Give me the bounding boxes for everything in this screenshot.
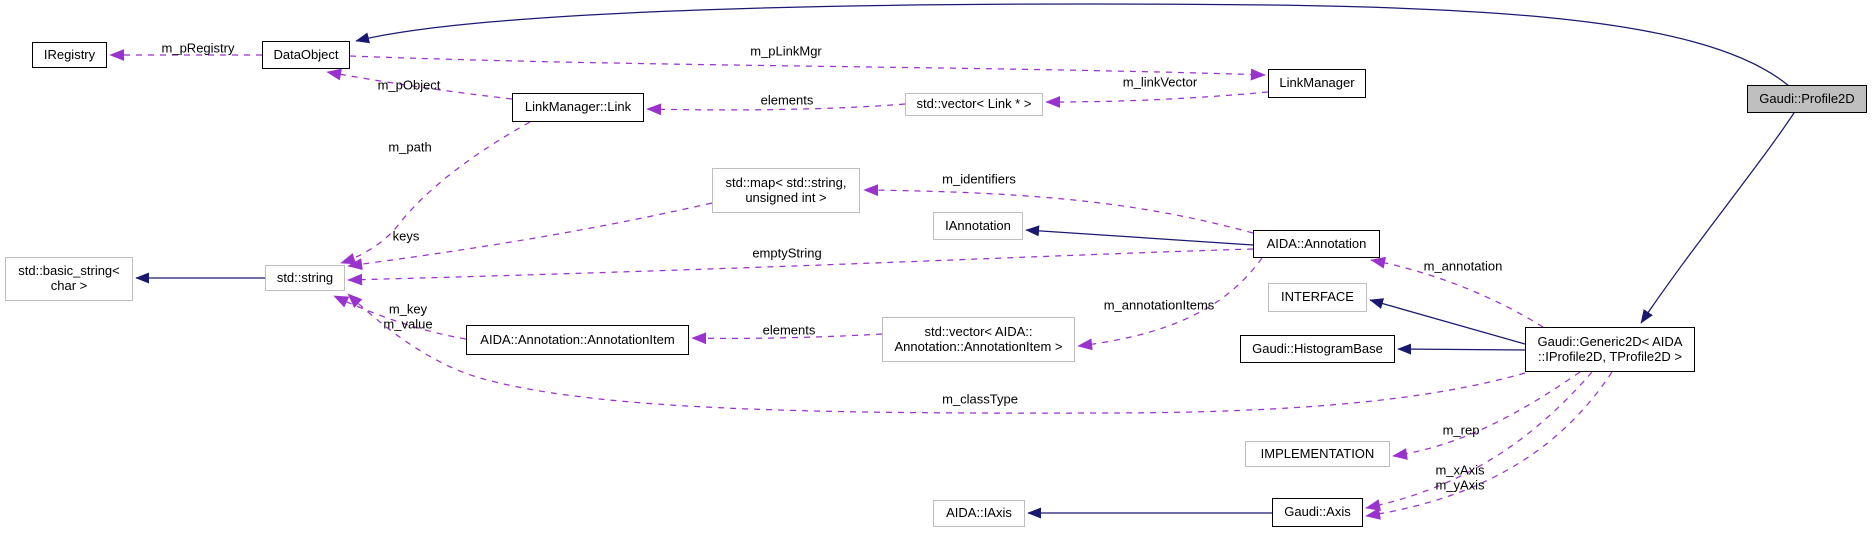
member-edge-use_annotation: [1370, 256, 1544, 328]
member-edge-use_axes: [1365, 371, 1613, 520]
node-generic2d[interactable]: Gaudi::Generic2D< AIDA ::IProfile2D, TPr…: [1525, 327, 1695, 372]
node-iannotation: IAnnotation: [933, 212, 1023, 240]
member-edge-use_linkvector: [1045, 91, 1269, 108]
inheritance-edge-inh_generic2d_histogrambase: [1397, 343, 1526, 355]
member-edge-use_mpath: [340, 121, 531, 265]
node-basic_string: std::basic_string< char >: [5, 257, 133, 301]
node-vector_link: std::vector< Link * >: [905, 93, 1043, 116]
member-edge-use_emptystring: [347, 248, 1254, 286]
inheritance-edge-inh_annotation_iannotation: [1025, 225, 1254, 246]
member-edge-use_key_value: [333, 295, 467, 340]
member-edge-use_identifiers: [863, 184, 1254, 234]
node-dataobject[interactable]: DataObject: [262, 41, 350, 69]
node-annotationitem[interactable]: AIDA::Annotation::AnnotationItem: [466, 325, 689, 355]
member-edge-use_rep: [1392, 371, 1581, 460]
member-edge-use_classtype: [347, 293, 1526, 414]
node-annotation[interactable]: AIDA::Annotation: [1253, 230, 1380, 258]
node-map_string_uint: std::map< std::string, unsigned int >: [712, 168, 860, 213]
member-edge-use_elements_item: [691, 332, 883, 345]
member-edge-use_plinkmgr: [349, 55, 1266, 81]
member-edge-use_elements_link: [646, 103, 906, 116]
node-linkmanager[interactable]: LinkManager: [1268, 69, 1366, 98]
node-histogrambase[interactable]: Gaudi::HistogramBase: [1240, 335, 1395, 363]
node-iregistry[interactable]: IRegistry: [32, 42, 107, 68]
inheritance-edge-inh_profile2d_dataobject: [355, 3, 1790, 87]
member-edge-use_annotationitems: [1077, 257, 1263, 351]
node-implementation: IMPLEMENTATION: [1245, 441, 1390, 467]
inheritance-edge-inh_profile2d_generic2d: [1640, 112, 1795, 324]
node-axis[interactable]: Gaudi::Axis: [1272, 498, 1363, 527]
node-iaxis: AIDA::IAxis: [933, 500, 1025, 527]
node-interface: INTERFACE: [1268, 283, 1367, 312]
node-linkmanager_link[interactable]: LinkManager::Link: [512, 93, 644, 122]
node-vector_annotationitem: std::vector< AIDA:: Annotation::Annotati…: [882, 317, 1075, 362]
node-string: std::string: [265, 265, 345, 291]
member-edge-use_keys: [347, 202, 713, 271]
inheritance-edge-inh_generic2d_interface: [1369, 298, 1526, 345]
member-edge-use_axes: [1365, 371, 1593, 511]
node-profile2d: Gaudi::Profile2D: [1747, 85, 1867, 113]
member-edge-use_pobject: [326, 68, 513, 100]
